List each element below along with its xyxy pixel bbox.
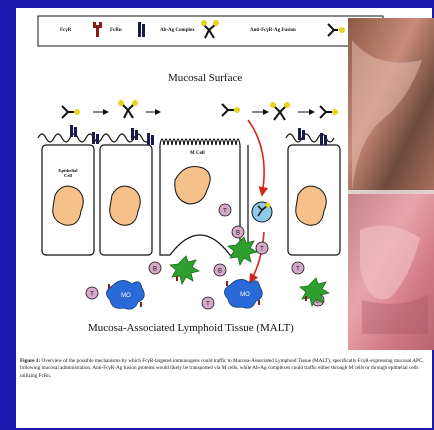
svg-text:B: B xyxy=(218,269,222,275)
epithelial-label-line-2: Cell xyxy=(51,173,85,178)
legend-ab-ag-complex-label: Ab-Ag Complex xyxy=(160,28,195,33)
legend-anti-fcgr-ag-label: Anti-FcγR-Ag Fusion xyxy=(250,28,296,33)
svg-text:MO: MO xyxy=(121,293,131,299)
caption-text: Overview of the possible mechanisms by w… xyxy=(20,358,424,379)
legend-fcgr-label: FcγR xyxy=(60,28,71,33)
svg-text:MO: MO xyxy=(240,292,250,298)
tissue-photo xyxy=(348,18,434,350)
svg-text:B: B xyxy=(236,231,240,237)
caption-prefix: Figure 1: xyxy=(20,358,40,364)
svg-text:T: T xyxy=(296,267,300,273)
epithelial-cell-label: Epithelial Cell xyxy=(51,168,85,178)
svg-text:T: T xyxy=(223,209,227,215)
svg-text:B: B xyxy=(153,267,157,273)
legend-fcrn-label: FcRn xyxy=(110,28,122,33)
malt-label: Mucosa-Associated Lymphoid Tissue (MALT) xyxy=(88,322,294,334)
svg-text:T: T xyxy=(90,292,94,298)
figure-caption: Figure 1: Overview of the possible mecha… xyxy=(20,358,430,380)
svg-text:T: T xyxy=(206,302,210,308)
m-cell-label: M Cell xyxy=(190,151,205,156)
svg-text:T: T xyxy=(260,247,264,253)
m-cell-pocket xyxy=(252,202,272,222)
mucosal-surface-label: Mucosal Surface xyxy=(168,72,242,84)
